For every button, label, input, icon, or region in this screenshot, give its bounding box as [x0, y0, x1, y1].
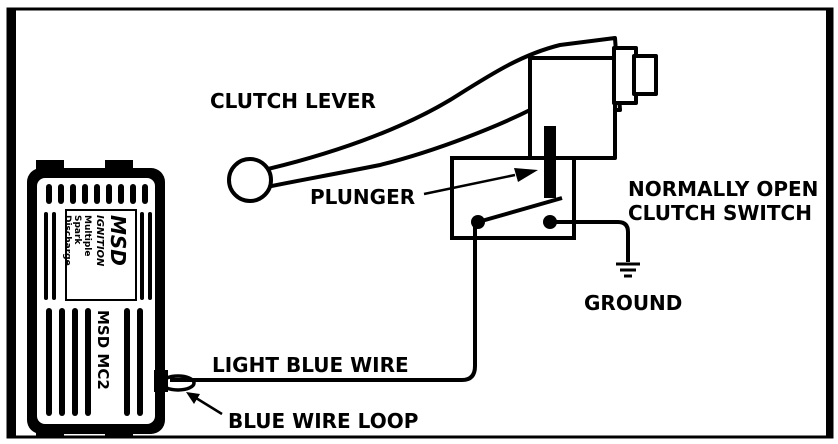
- clutch-lever-icon: [227, 36, 658, 203]
- heat-fin: [46, 308, 52, 416]
- msd-logo-panel: MSD IGNITION Multiple Spark Discharge: [62, 209, 137, 301]
- msd-desc-line1: Multiple: [82, 215, 92, 256]
- msd-model-label: MSD MC2: [94, 310, 112, 390]
- heat-fin: [137, 308, 143, 416]
- heat-fin: [140, 212, 144, 300]
- msd-logo-text: MSD: [106, 215, 130, 266]
- heat-fin: [59, 308, 65, 416]
- heat-fin: [130, 184, 136, 204]
- ground-wire: [550, 220, 630, 262]
- heat-fin: [94, 184, 100, 204]
- msd-ignition-box-icon: MSD IGNITION Multiple Spark Discharge MS…: [27, 160, 165, 438]
- heat-fin: [124, 308, 130, 416]
- heat-fin: [82, 184, 88, 204]
- ground-symbol-icon: [616, 262, 640, 278]
- msd-desc-line3: Discharge: [62, 215, 72, 266]
- heat-fin: [148, 212, 152, 300]
- clutch-lever-label: CLUTCH LEVER: [210, 89, 376, 113]
- heat-fin: [118, 184, 124, 204]
- heat-fins: [44, 184, 152, 416]
- heat-fin: [46, 184, 52, 204]
- plunger-rod: [544, 126, 556, 198]
- switch-label-line2: CLUTCH SWITCH: [628, 201, 812, 225]
- heat-fin: [58, 184, 64, 204]
- frame-right-bar: [826, 9, 832, 437]
- plunger-label: PLUNGER: [310, 185, 415, 209]
- switch-label-line1: NORMALLY OPEN: [628, 177, 818, 201]
- heat-fin: [44, 212, 48, 300]
- ground-label: GROUND: [584, 291, 682, 315]
- msd-logo-subtext: IGNITION: [94, 215, 105, 267]
- heat-fin: [52, 212, 56, 300]
- heat-fin: [106, 184, 112, 204]
- blue-wire-loop-label: BLUE WIRE LOOP: [228, 409, 418, 433]
- msd-desc-line2: Spark: [72, 215, 82, 245]
- blue-wire-loop-icon: [154, 370, 223, 416]
- light-blue-wire: [170, 222, 477, 382]
- heat-fin: [72, 308, 78, 416]
- plunger-arrow: [423, 168, 538, 196]
- heat-fin: [70, 184, 76, 204]
- heat-fin: [85, 308, 91, 416]
- light-blue-wire-label: LIGHT BLUE WIRE: [212, 353, 409, 377]
- wiring: [170, 220, 630, 382]
- frame-left-bar: [8, 9, 16, 437]
- heat-fin: [142, 184, 148, 204]
